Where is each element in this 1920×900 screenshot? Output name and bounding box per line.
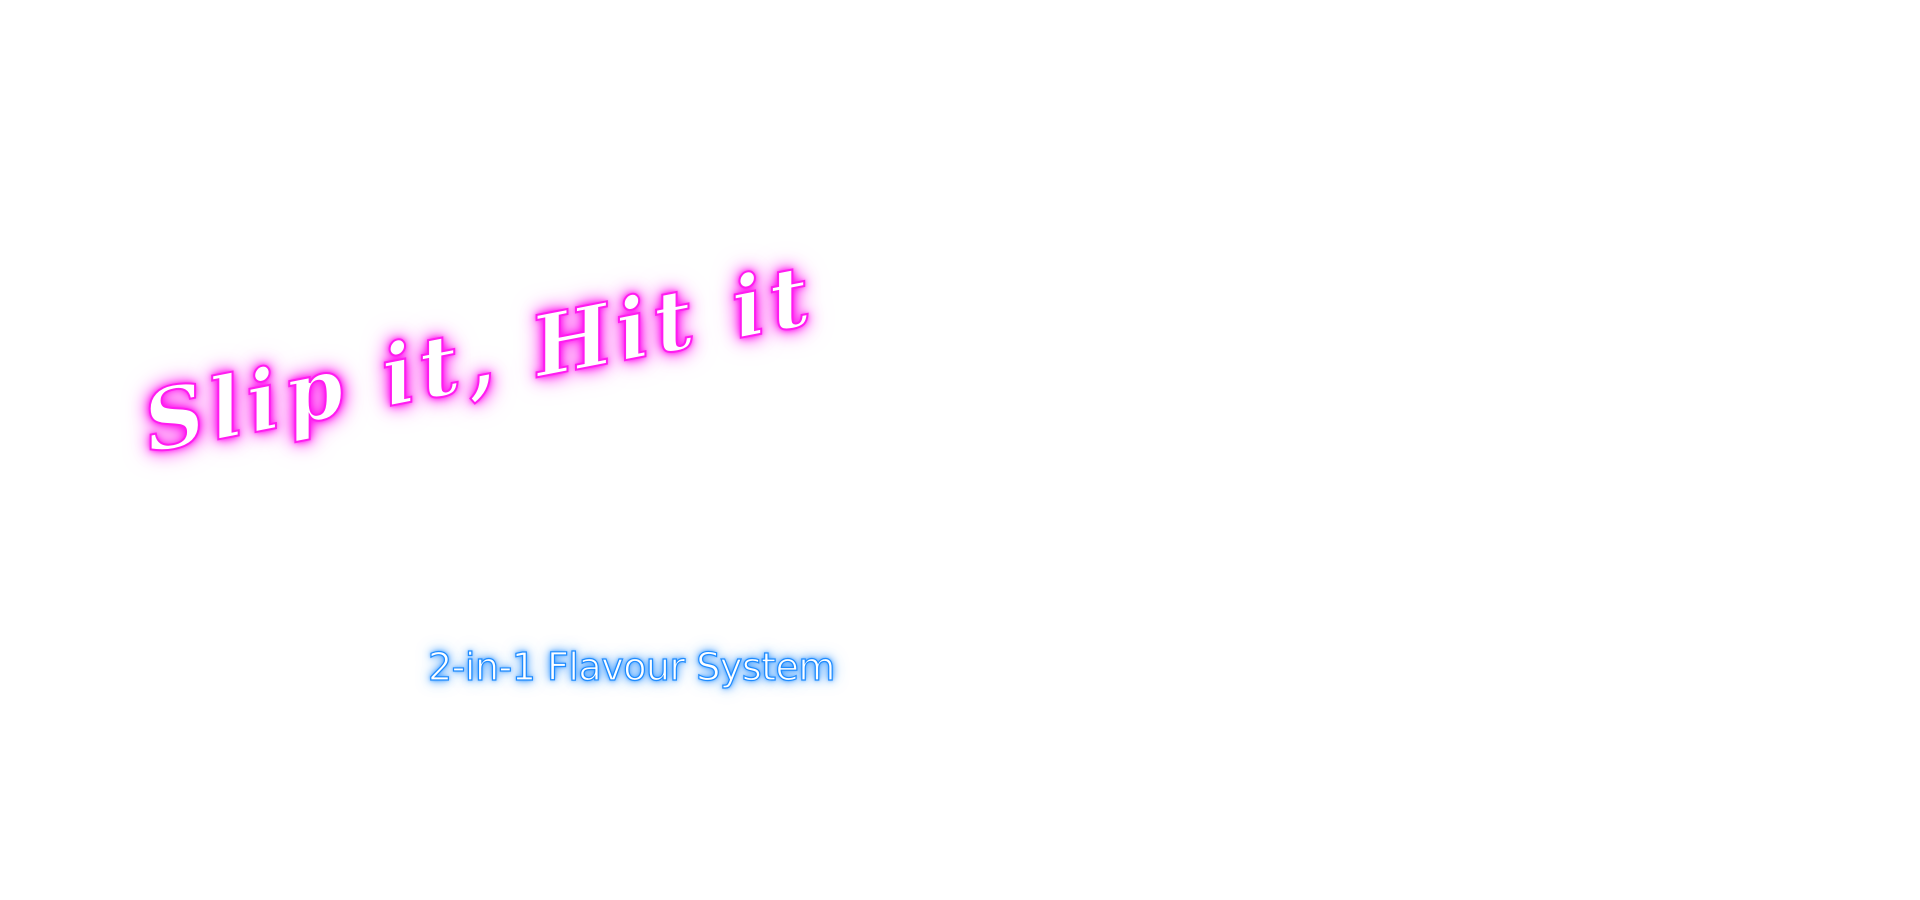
hero-subheadline: 2-in-1 Flavour System <box>427 644 836 689</box>
hero-headline: Slip it, Hit it <box>134 244 824 473</box>
